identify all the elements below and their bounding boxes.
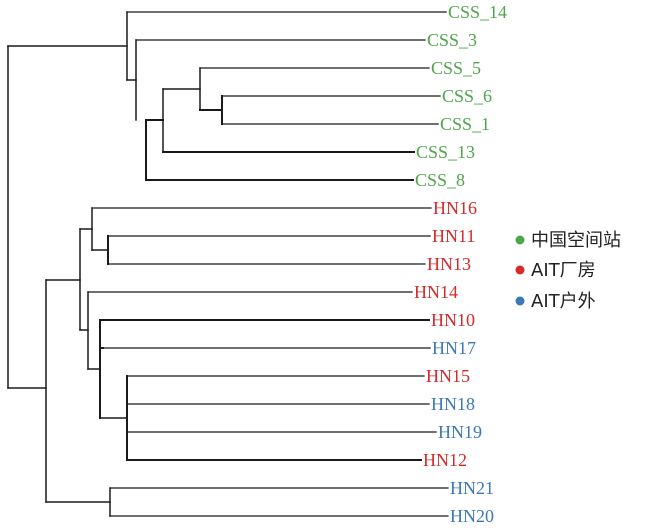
leaf-label: CSS_8	[415, 170, 465, 190]
dendrogram-branches	[7, 11, 449, 517]
leaf-label: HN19	[438, 422, 482, 442]
leaf-label: CSS_6	[442, 86, 492, 106]
leaf-labels: CSS_14CSS_3CSS_5CSS_6CSS_1CSS_13CSS_8HN1…	[414, 2, 507, 526]
legend-marker	[515, 265, 525, 275]
legend-marker	[515, 296, 525, 306]
leaf-label: HN15	[426, 366, 470, 386]
legend-label: 中国空间站	[531, 230, 621, 251]
leaf-label: HN10	[431, 310, 475, 330]
leaf-label: CSS_13	[416, 142, 475, 162]
leaf-label: HN17	[432, 338, 476, 358]
legend: 中国空间站 AIT厂房 AIT户外	[515, 230, 621, 312]
leaf-label: HN12	[423, 450, 467, 470]
leaf-label: HN11	[432, 226, 475, 246]
leaf-label: CSS_1	[440, 114, 490, 134]
leaf-label: HN16	[433, 198, 477, 218]
legend-label: AIT厂房	[531, 260, 596, 281]
leaf-label: HN18	[431, 394, 475, 414]
leaf-label: CSS_14	[448, 2, 507, 22]
leaf-label: CSS_5	[431, 58, 481, 78]
leaf-label: HN14	[414, 282, 458, 302]
leaf-label: HN13	[427, 254, 471, 274]
leaf-label: HN20	[450, 506, 494, 526]
legend-marker	[515, 235, 525, 245]
legend-label: AIT户外	[531, 291, 596, 312]
leaf-label: CSS_3	[427, 30, 477, 50]
leaf-label: HN21	[450, 478, 494, 498]
